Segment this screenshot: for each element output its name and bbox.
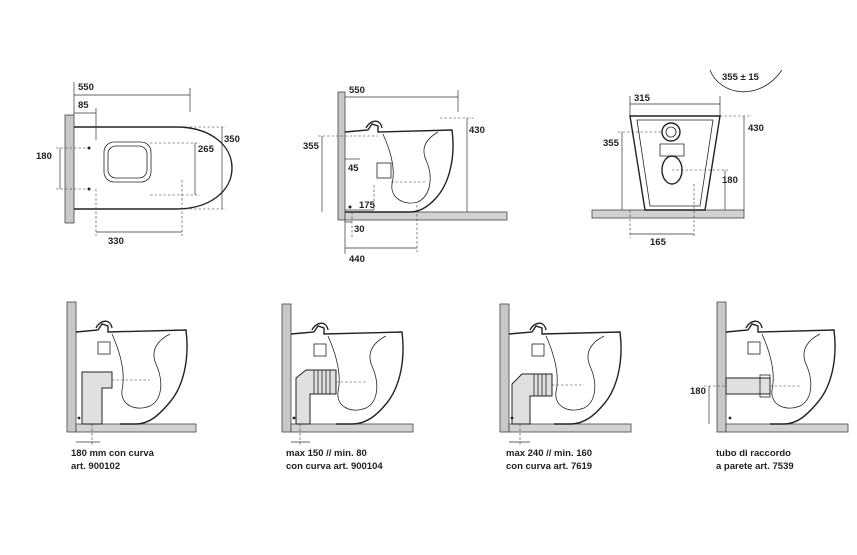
dim-rear-355-15: 355 ± 15: [722, 72, 760, 83]
top-view-seat-opening: [103, 141, 152, 183]
rear-view: 355 ± 15 315 430 355 180 165: [591, 69, 783, 248]
install-4-anchor: [728, 416, 732, 420]
install-2-caption-line2: con curva art. 900104: [286, 461, 383, 472]
install-4-inlet: [747, 341, 761, 355]
rear-view-reference-arc: [709, 69, 783, 93]
side-view-floor: [344, 211, 508, 221]
install-2-anchor: [292, 416, 296, 420]
dim-side-430: 430: [469, 125, 485, 136]
side-view-wall: [337, 91, 346, 221]
install-3-corrugation: [533, 374, 547, 396]
dim-top-550: 550: [78, 82, 94, 93]
side-view-inlet: [376, 162, 392, 179]
install-variant-4: 180 tubo di raccordo a parete art. 7539: [690, 301, 849, 472]
install-1-wall: [66, 301, 77, 433]
dim-top-180: 180: [36, 151, 52, 162]
rear-view-water-inlet-inner: [665, 126, 677, 138]
install-4-wall: [716, 301, 727, 433]
install-4-caption-line2: a parete art. 7539: [716, 461, 794, 472]
side-view-seat-hinge: [365, 120, 383, 129]
dim-rear-430: 430: [748, 123, 764, 134]
install-1-floor: [75, 423, 197, 433]
install-1-hinge: [95, 320, 113, 329]
dim-top-330: 330: [108, 236, 124, 247]
dim-top-85: 85: [78, 100, 89, 111]
install-2-inlet: [313, 343, 327, 357]
install-4-bowl: [725, 323, 836, 425]
install-variant-2: max 150 // min. 80 con curva art. 900104: [281, 303, 414, 472]
side-view: 550 430 355 45 175 30 440: [303, 85, 508, 265]
dim-side-30: 30: [354, 224, 365, 235]
side-view-bowl-outline: [344, 123, 454, 213]
top-view-wall: [64, 114, 75, 224]
dim-rear-180: 180: [722, 175, 738, 186]
top-view-seat-inner: [107, 145, 148, 179]
install-4-wall-connector-pipe: [725, 377, 771, 395]
install-3-caption-line1: max 240 // min. 160: [506, 448, 592, 459]
rear-view-water-inlet: [661, 122, 681, 142]
dim-top-350: 350: [224, 134, 240, 145]
side-view-trap: [382, 131, 439, 204]
install-1-caption-line2: art. 900102: [71, 461, 120, 472]
dim-side-550: 550: [349, 85, 365, 96]
install-variant-1: 180 mm con curva art. 900102: [66, 301, 197, 472]
rear-view-body: [629, 115, 721, 211]
rear-view-channel: [659, 143, 685, 157]
install-3-hinge: [529, 322, 547, 331]
install-4-floor: [725, 423, 849, 433]
install-1-curved-pipe: [81, 371, 113, 425]
dim-side-45: 45: [348, 163, 359, 174]
install-1-anchor: [77, 416, 81, 420]
install-3-floor: [508, 423, 632, 433]
install-3-wall: [499, 303, 510, 433]
install-2-hinge: [311, 322, 329, 331]
side-view-anchor: [348, 205, 352, 209]
dim-rear-165: 165: [650, 237, 667, 248]
install-3-trap: [545, 335, 605, 411]
install-2-caption-line1: max 150 // min. 80: [286, 448, 367, 459]
rear-view-inner-frame: [636, 119, 714, 207]
install-4-caption-line1: tubo di raccordo: [716, 448, 791, 459]
install-2-corrugation: [313, 370, 331, 394]
dim-rear-355: 355: [603, 138, 620, 149]
install-4-hinge: [745, 320, 763, 329]
install-1-inlet: [97, 341, 111, 355]
install-3-anchor: [510, 416, 514, 420]
install-2-floor: [290, 423, 414, 433]
install-variant-3: max 240 // min. 160 con curva art. 7619: [499, 303, 632, 472]
install-2-trap: [327, 335, 387, 411]
install-2-wall: [281, 303, 292, 433]
install-1-trap: [111, 333, 171, 409]
install-3-inlet: [531, 343, 545, 357]
dim-top-265: 265: [198, 144, 215, 155]
install-1-caption-line1: 180 mm con curva: [71, 448, 155, 459]
dim-side-355: 355: [303, 141, 320, 152]
dim-install-4-180: 180: [690, 386, 706, 397]
install-2-bowl: [290, 325, 404, 425]
dim-rear-315: 315: [634, 93, 651, 104]
install-3-caption-line2: con curva art. 7619: [506, 461, 592, 472]
install-3-bowl: [508, 325, 622, 425]
install-1-bowl: [75, 323, 188, 425]
dim-side-175: 175: [359, 200, 376, 211]
dim-side-440: 440: [349, 254, 365, 265]
top-view-bowl-outline: [74, 126, 233, 210]
top-view: 550 85 350 265 180 330: [36, 82, 240, 247]
rear-view-floor: [591, 209, 745, 219]
install-4-trap: [761, 333, 821, 409]
